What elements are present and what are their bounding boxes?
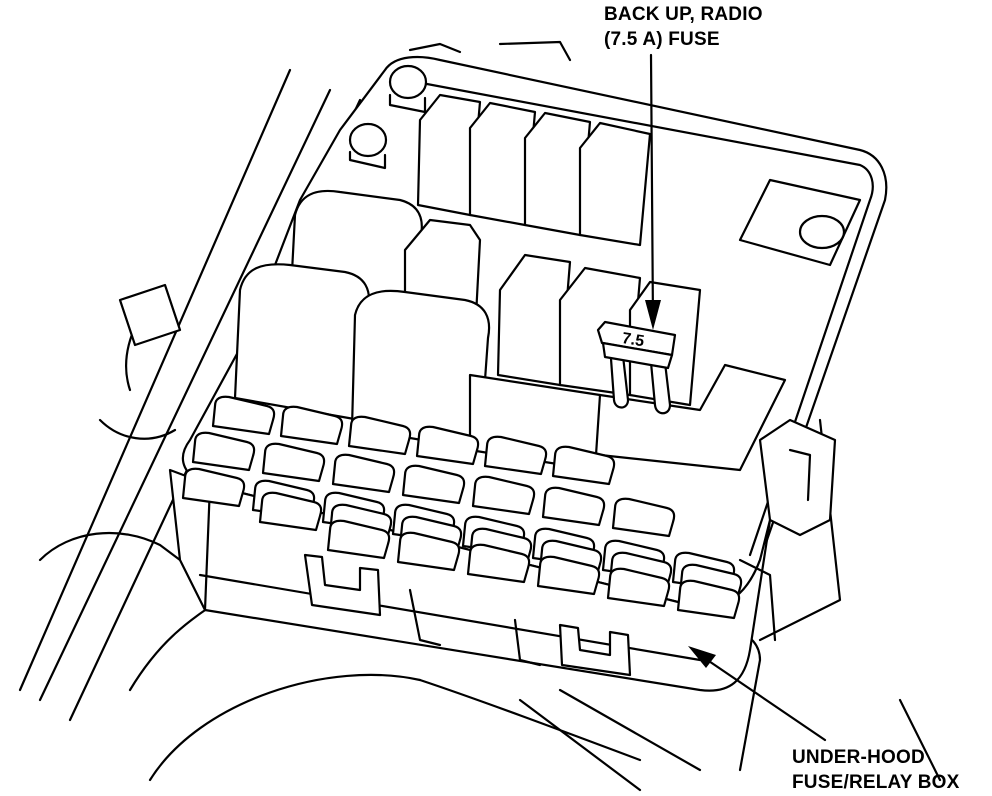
front-fuse-row <box>181 395 743 620</box>
mini-fuse <box>466 543 531 584</box>
mini-fuse <box>606 567 671 608</box>
mini-fuse <box>261 442 326 483</box>
mini-fuse <box>211 395 276 436</box>
box-callout-line2: FUSE/RELAY BOX <box>792 772 960 793</box>
mini-fuse <box>191 431 256 472</box>
box-leader-arrow <box>688 646 827 742</box>
mini-fuse <box>541 486 606 527</box>
mini-fuse <box>347 415 412 456</box>
fuse-callout-line2: (7.5 A) FUSE <box>604 29 720 50</box>
box-callout-line1: UNDER-HOOD <box>792 747 925 768</box>
fuse-callout-label: BACK UP, RADIO (7.5 A) FUSE <box>604 2 763 52</box>
mini-fuse <box>326 519 391 560</box>
mini-fuse <box>536 555 601 596</box>
mini-fuse <box>279 405 344 446</box>
mini-fuse <box>401 464 466 505</box>
fuse-leader-arrow <box>645 53 661 330</box>
mini-fuse <box>181 467 246 508</box>
relay-blocks <box>233 189 787 472</box>
box-callout-label: UNDER-HOOD FUSE/RELAY BOX <box>792 745 960 795</box>
mini-fuse <box>331 453 396 494</box>
mini-fuse <box>415 425 480 466</box>
radio-backup-fuse: 7.5 <box>596 320 677 415</box>
fuse-callout-line1: BACK UP, RADIO <box>604 4 763 25</box>
mini-fuse <box>258 491 323 532</box>
mini-fuse <box>611 497 676 538</box>
mini-fuse <box>471 475 536 516</box>
mounting-bolts <box>348 64 862 267</box>
mini-fuse <box>676 579 741 620</box>
mini-fuse <box>396 531 461 572</box>
mini-fuse <box>483 435 548 476</box>
rear-fuse-row <box>416 93 652 247</box>
fuse-rating-mark: 7.5 <box>621 330 646 350</box>
mini-fuse <box>551 445 616 486</box>
